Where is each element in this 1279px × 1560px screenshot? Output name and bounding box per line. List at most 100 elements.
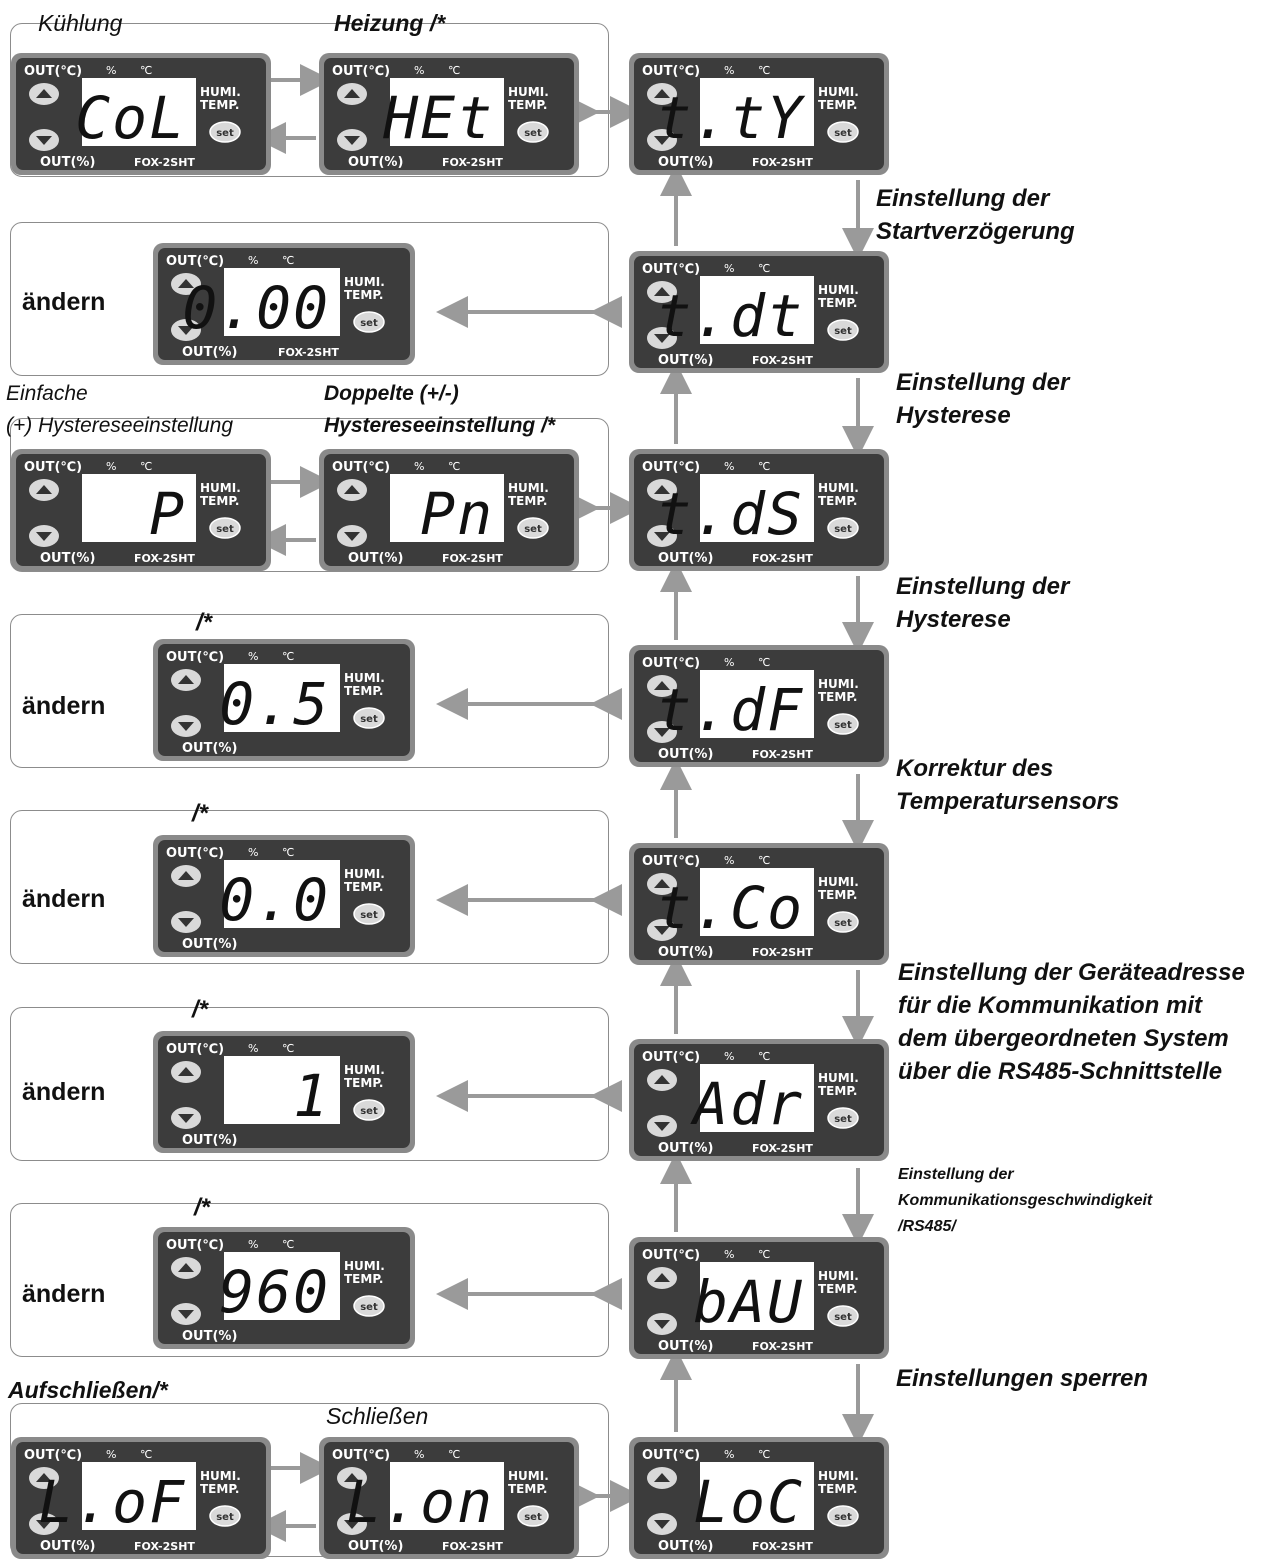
note-line: Einstellung der [898,1166,1014,1183]
out-c-label: OUT(℃) [166,254,224,269]
lcd-value: t.dF [656,676,804,744]
percent-label: % [106,460,116,473]
set-button[interactable] [209,517,241,539]
up-arrow-icon [178,675,194,684]
lcd-value: Adr [690,1070,804,1138]
set-label: set [216,524,234,535]
percent-label: % [414,1448,424,1461]
out-c-label: OUT(℃) [24,460,82,475]
out-c-label: OUT(℃) [24,1448,82,1463]
set-label: set [360,1302,378,1313]
set-button[interactable] [209,121,241,143]
lcd-value: 0.5 [219,670,330,738]
label-doppelte-2: Hystereseeinstellung /* [324,414,556,437]
note-lock-settings: Einstellungen sperren [896,1365,1149,1392]
humi-label: HUMI. [818,1071,859,1085]
note-line: Hysterese [896,606,1011,633]
temp-label: TEMP. [818,1084,857,1098]
humi-label: HUMI. [200,481,241,495]
degc-label: ℃ [282,254,294,267]
lcd-value: 960 [219,1258,330,1326]
out-c-label: OUT(℃) [642,1050,700,1065]
humi-label: HUMI. [508,481,549,495]
set-button[interactable] [827,121,859,143]
up-arrow-icon [654,485,670,494]
set-button[interactable] [353,1099,385,1121]
lcd-value: t.tY [656,84,806,152]
degc-label: ℃ [140,64,152,77]
degc-label: ℃ [282,1238,294,1251]
temp-label: TEMP. [818,494,857,508]
percent-label: % [248,650,258,663]
degc-label: ℃ [448,1448,460,1461]
temp-label: TEMP. [508,494,547,508]
set-label: set [834,918,852,929]
set-button[interactable] [827,517,859,539]
lcd-value: 1 [293,1062,330,1130]
set-button[interactable] [517,121,549,143]
set-button[interactable] [517,1505,549,1527]
temp-label: TEMP. [818,296,857,310]
note-line: Einstellung der Geräteadresse [898,959,1245,986]
set-button[interactable] [827,1305,859,1327]
percent-label: % [724,1248,734,1261]
set-button[interactable] [517,517,549,539]
model-label: FOX-2SHT [278,346,339,359]
percent-label: % [724,656,734,669]
degc-label: ℃ [758,460,770,473]
up-arrow-icon [36,485,52,494]
percent-label: % [414,64,424,77]
set-button[interactable] [353,1295,385,1317]
set-button[interactable] [353,311,385,333]
set-button[interactable] [209,1505,241,1527]
set-button[interactable] [827,1107,859,1129]
out-pct-label: OUT(%) [658,945,713,960]
down-arrow-icon [654,532,670,541]
out-c-label: OUT(℃) [166,1238,224,1253]
out-pct-label: OUT(%) [658,747,713,762]
humi-label: HUMI. [818,85,859,99]
out-pct-label: OUT(%) [658,155,713,170]
set-button[interactable] [353,707,385,729]
model-label: FOX-2SHT [752,748,813,761]
set-button[interactable] [827,911,859,933]
up-arrow-icon [654,1273,670,1282]
lcd-value: 0.00 [182,274,330,342]
temp-label: TEMP. [344,1076,383,1090]
set-button[interactable] [353,903,385,925]
up-arrow-icon [36,89,52,98]
out-pct-label: OUT(%) [182,345,237,360]
humi-label: HUMI. [818,677,859,691]
set-button[interactable] [827,713,859,735]
up-arrow-icon [344,485,360,494]
degc-label: ℃ [140,460,152,473]
down-arrow-icon [654,136,670,145]
out-c-label: OUT(℃) [166,650,224,665]
set-button[interactable] [827,319,859,341]
set-button[interactable] [827,1505,859,1527]
humi-label: HUMI. [344,1063,385,1077]
down-arrow-icon [344,1520,360,1529]
set-label: set [834,1312,852,1323]
out-pct-label: OUT(%) [40,1539,95,1554]
lcd-value: CoL [75,84,186,152]
out-pct-label: OUT(%) [182,1133,237,1148]
up-arrow-icon [654,879,670,888]
percent-label: % [724,1448,734,1461]
temp-label: TEMP. [508,98,547,112]
label-heizung: Heizung /* [334,10,446,36]
out-pct-label: OUT(%) [348,155,403,170]
lcd-value: LoC [693,1468,804,1536]
percent-label: % [248,846,258,859]
out-pct-label: OUT(%) [40,155,95,170]
out-c-label: OUT(℃) [642,1248,700,1263]
lcd-value: L.on [346,1468,494,1536]
